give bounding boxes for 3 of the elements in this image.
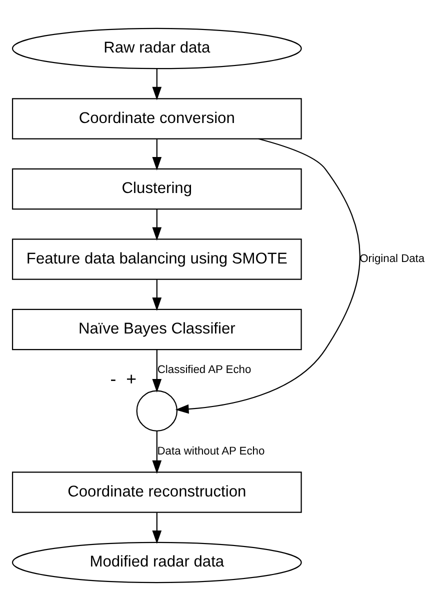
edge-label: Data without AP Echo — [157, 444, 265, 457]
edge-label: Classified AP Echo — [157, 363, 252, 376]
node-label: - + — [110, 368, 137, 388]
